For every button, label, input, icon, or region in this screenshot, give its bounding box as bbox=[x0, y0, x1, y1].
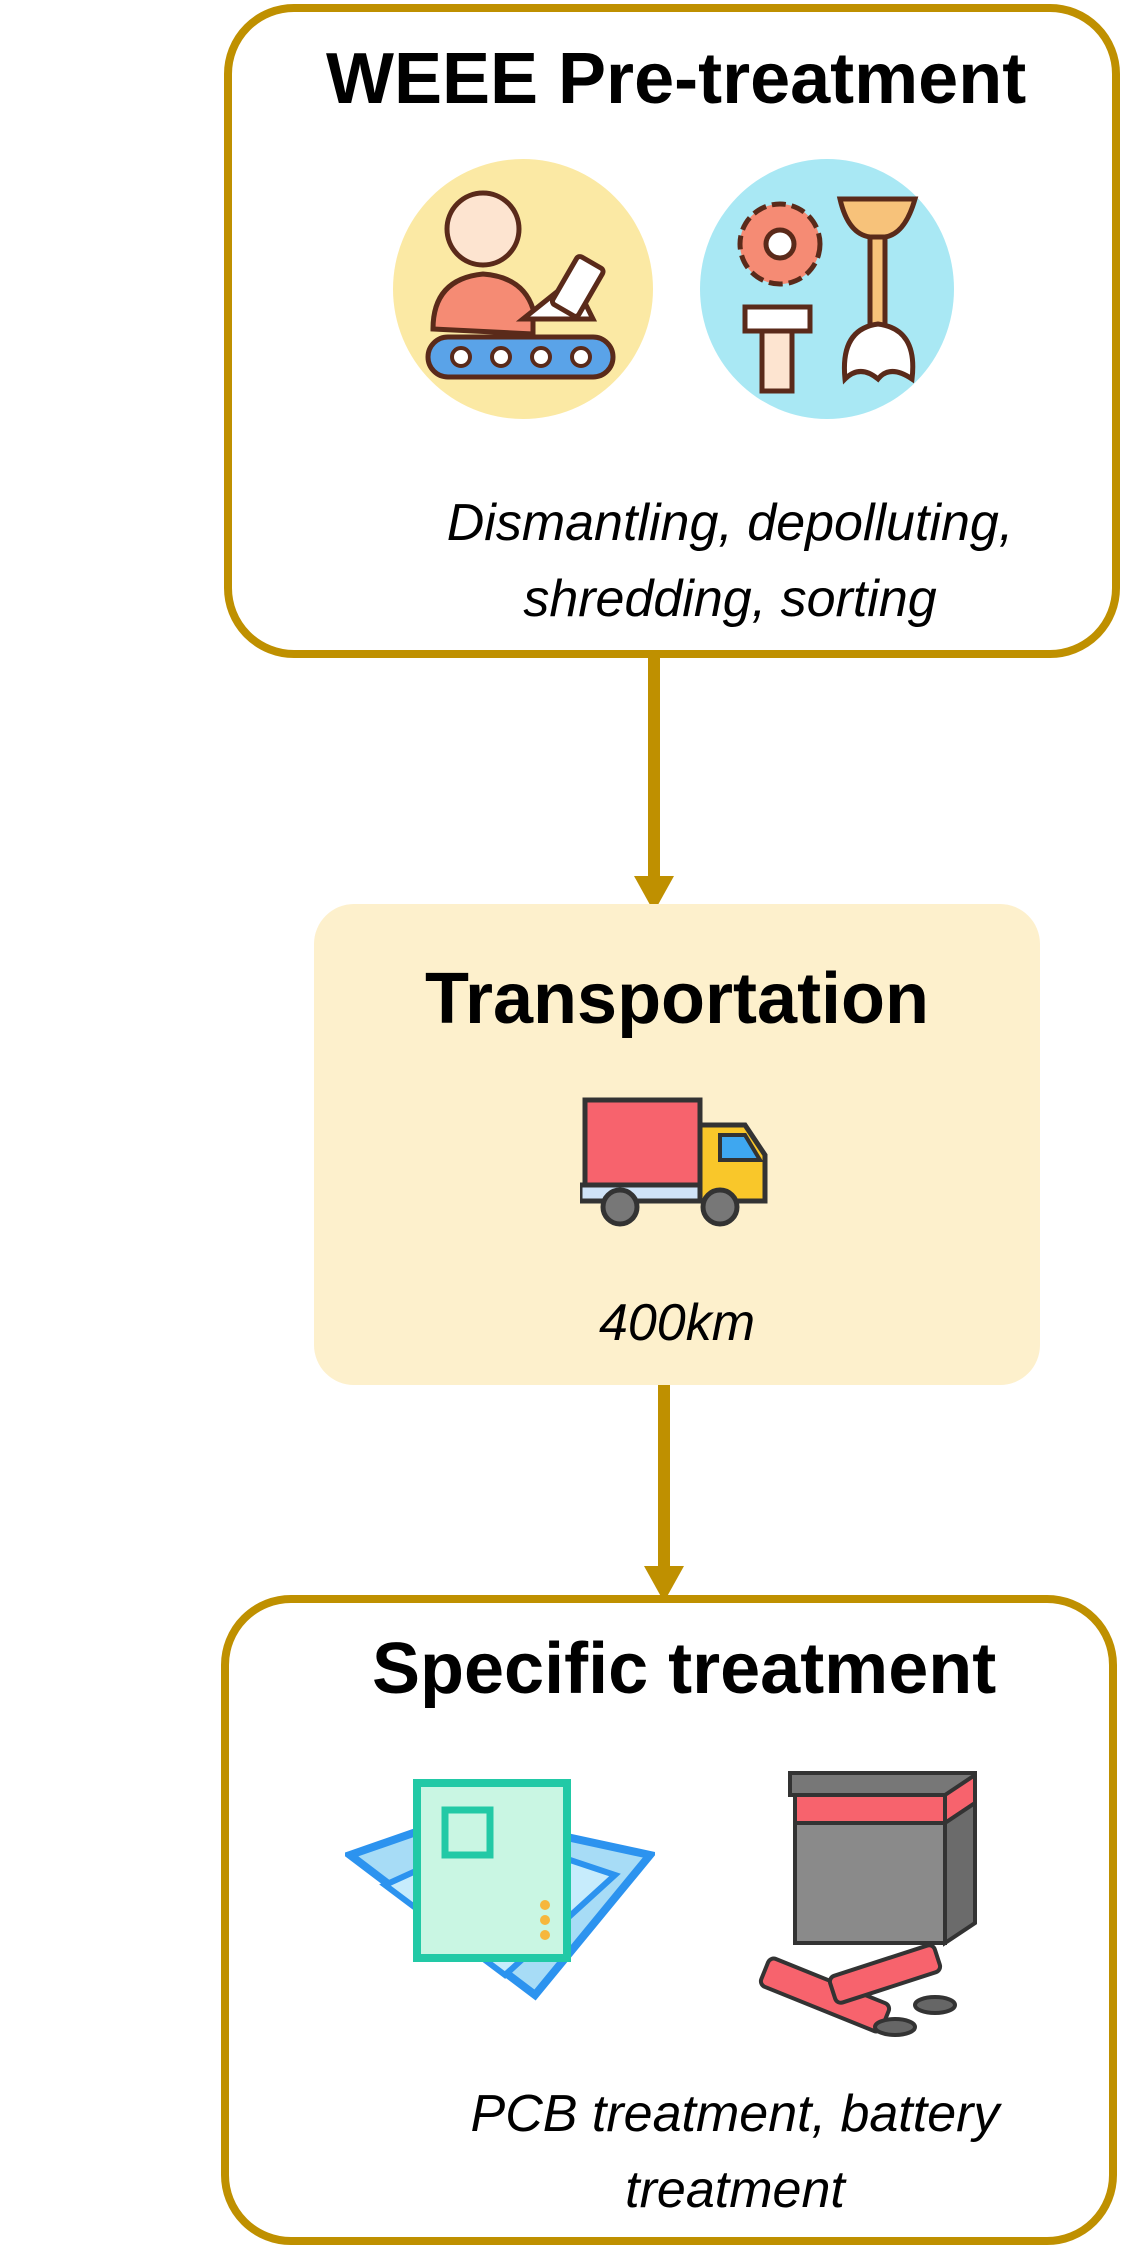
transportation-title: Transportation bbox=[424, 959, 930, 1039]
tools-icon bbox=[700, 159, 954, 419]
desc-line: PCB treatment, battery bbox=[470, 2085, 1000, 2143]
specific-treatment-description: PCB treatment, battery treatment bbox=[360, 2076, 1110, 2228]
transportation-distance: 400km bbox=[598, 1294, 756, 1352]
circuit-board-icon bbox=[345, 1779, 655, 2001]
battery-icon bbox=[758, 1771, 977, 2037]
desc-line: Dismantling, depolluting, bbox=[446, 494, 1014, 552]
pretreatment-description: Dismantling, depolluting, shredding, sor… bbox=[360, 485, 1100, 637]
worker-conveyor-icon bbox=[393, 159, 653, 419]
pretreatment-box bbox=[224, 4, 1120, 658]
truck-icon bbox=[580, 1097, 768, 1227]
arrow-shaft bbox=[658, 1385, 670, 1570]
arrow-shaft bbox=[648, 658, 660, 880]
pretreatment-title: WEEE Pre-treatment bbox=[326, 39, 1027, 119]
desc-line: shredding, sorting bbox=[523, 570, 937, 628]
desc-line: treatment bbox=[625, 2161, 845, 2219]
specific-treatment-title: Specific treatment bbox=[372, 1629, 997, 1709]
